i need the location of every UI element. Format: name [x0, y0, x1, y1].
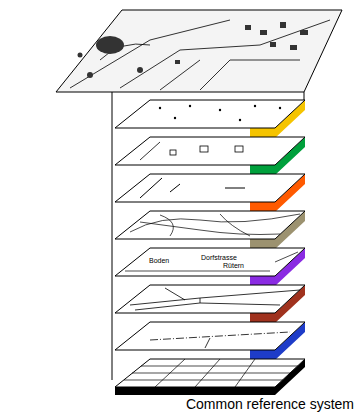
map-label: Dorfstrasse [200, 254, 238, 262]
figure-caption: Common reference system [186, 396, 354, 412]
map-label: Boden [148, 257, 170, 265]
map-label: Rütern [222, 262, 245, 270]
